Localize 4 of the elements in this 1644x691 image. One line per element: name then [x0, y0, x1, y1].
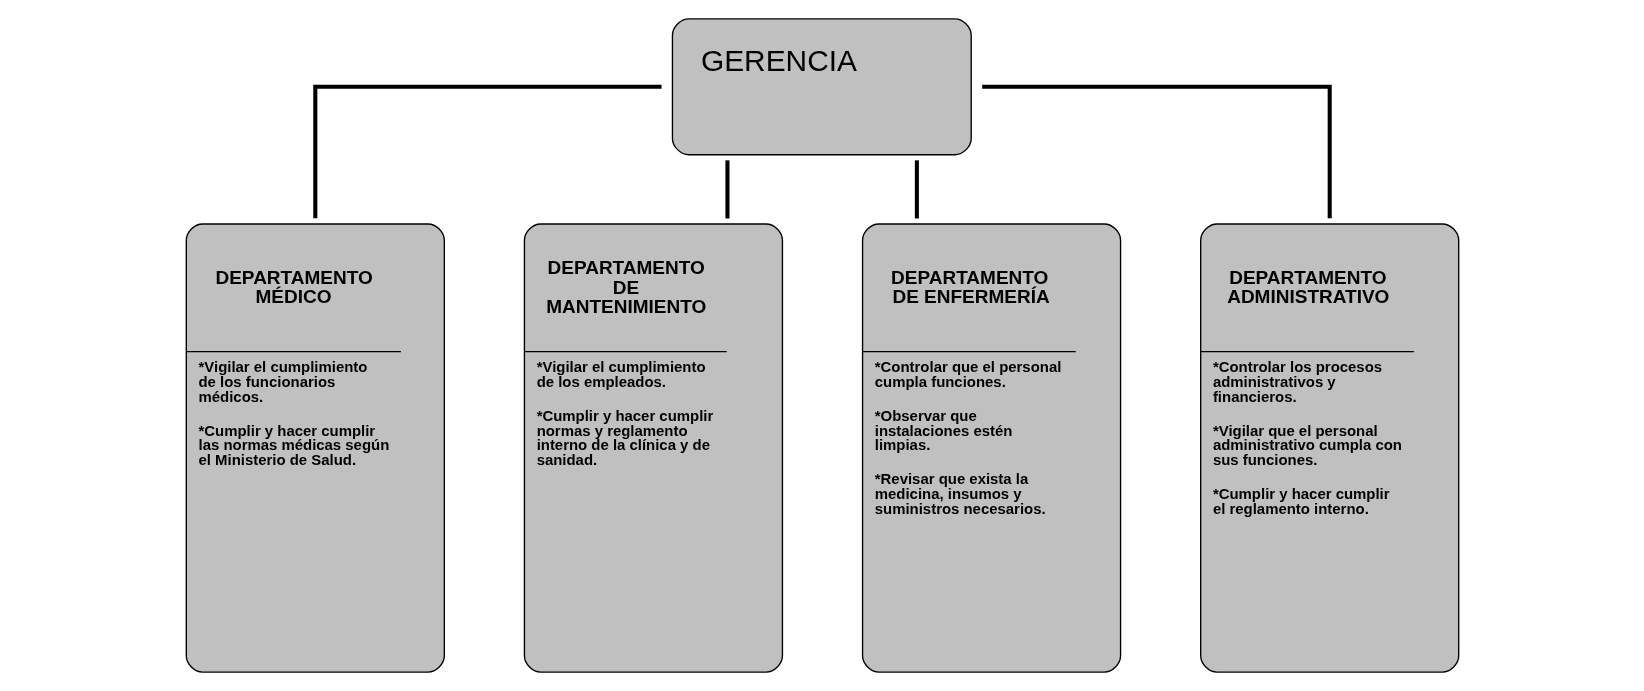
- connector: [724, 160, 729, 219]
- connector: [981, 84, 1332, 219]
- connector: [914, 160, 919, 219]
- connector: [312, 84, 662, 219]
